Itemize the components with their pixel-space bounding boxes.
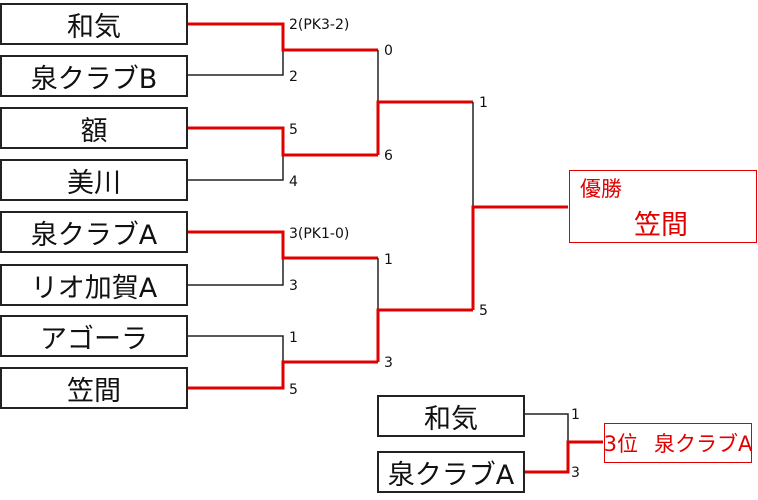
team-slot-7: アゴーラ [0, 315, 188, 357]
team-name: 和気 [424, 403, 478, 435]
score-r1m2-top: 5 [289, 122, 298, 138]
team-slot-6: リオ加賀A [0, 264, 188, 306]
score-sf1-top: 0 [384, 43, 393, 59]
team-name: 和気 [67, 11, 121, 43]
round1-lines [187, 50, 284, 362]
third-place-rank: 3位 [603, 432, 638, 456]
score-sf1-bottom: 6 [384, 148, 393, 164]
score-final-top: 1 [479, 95, 488, 111]
score-third-top: 1 [571, 407, 580, 423]
team-slot-8: 笠間 [0, 367, 188, 409]
score-r1m2-bottom: 4 [289, 174, 298, 190]
team-name: 額 [80, 115, 108, 147]
score-r1m1-top: 2(PK3-2) [289, 17, 350, 33]
team-name: 泉クラブA [30, 219, 158, 251]
team-name: 泉クラブA [387, 459, 515, 491]
team-slot-2: 泉クラブB [0, 55, 188, 97]
team-name: アゴーラ [40, 323, 148, 355]
third-place-team-1: 和気 [377, 395, 525, 437]
third-place-box: 3位 泉クラブA [604, 423, 752, 463]
third-place-name: 泉クラブA [654, 432, 753, 456]
third-place-team-2: 泉クラブA [377, 451, 525, 493]
score-r1m3-bottom: 3 [289, 278, 298, 294]
semifinal-winner-lines [376, 100, 473, 362]
team-slot-5: 泉クラブA [0, 211, 188, 253]
team-name: 泉クラブB [30, 63, 158, 95]
score-r1m4-top: 1 [289, 330, 298, 346]
score-third-bottom: 3 [571, 465, 580, 481]
third-place-winner-lines [525, 440, 603, 474]
score-final-bottom: 5 [479, 303, 488, 319]
score-r1m4-bottom: 5 [289, 382, 298, 398]
team-slot-1: 和気 [0, 3, 188, 45]
team-name: リオ加賀A [30, 272, 158, 304]
champion-name: 笠間 [634, 210, 688, 241]
score-r1m3-top: 3(PK1-0) [289, 226, 350, 242]
final-winner-lines [471, 205, 568, 310]
team-name: 美川 [67, 167, 121, 199]
score-r1m1-bottom: 2 [289, 69, 298, 85]
team-name: 笠間 [67, 375, 121, 407]
score-sf2-bottom: 3 [384, 355, 393, 371]
team-slot-4: 美川 [0, 159, 188, 201]
champion-box: 優勝 笠間 [569, 170, 757, 243]
champion-title: 優勝 [580, 177, 622, 201]
round1-winner-lines [187, 22, 378, 390]
team-slot-3: 額 [0, 107, 188, 149]
third-place-lines [525, 413, 569, 442]
score-sf2-top: 1 [384, 252, 393, 268]
